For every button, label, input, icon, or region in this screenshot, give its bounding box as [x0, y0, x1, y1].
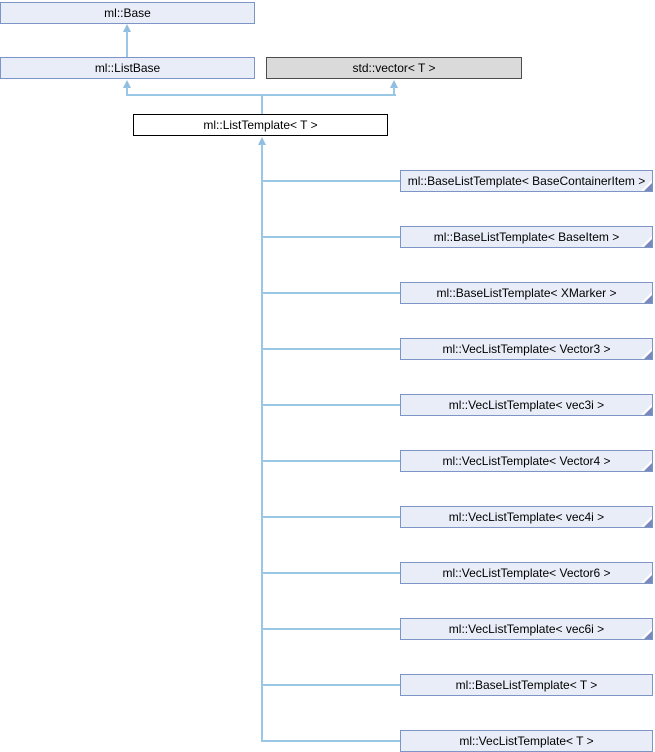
edge-branch-line — [262, 572, 400, 574]
node-ml-base[interactable]: ml::Base — [0, 2, 255, 24]
node-derived-class[interactable]: ml::VecListTemplate< T > — [400, 730, 653, 752]
node-ml-listbase[interactable]: ml::ListBase — [0, 57, 255, 79]
fold-corner-icon — [638, 177, 652, 191]
node-std-vector: std::vector< T > — [266, 57, 522, 79]
edge-branch-line — [262, 180, 400, 182]
fold-corner-icon — [638, 401, 652, 415]
edge-branch-line — [262, 292, 400, 294]
edge-branch-line — [262, 460, 400, 462]
edge-line — [126, 94, 396, 96]
arrow-up-icon — [123, 80, 131, 88]
edge-branch-line — [262, 740, 400, 742]
node-derived-class[interactable]: ml::VecListTemplate< vec4i > — [400, 506, 653, 528]
edge-branch-line — [262, 348, 400, 350]
fold-corner-icon — [638, 233, 652, 247]
fold-corner-icon — [638, 345, 652, 359]
edge-branch-line — [262, 628, 400, 630]
edge-line — [126, 87, 128, 96]
arrow-up-icon — [123, 24, 131, 32]
node-derived-class[interactable]: ml::VecListTemplate< Vector4 > — [400, 450, 653, 472]
edge-line — [261, 96, 263, 114]
fold-corner-icon — [638, 569, 652, 583]
fold-corner-icon — [638, 513, 652, 527]
edge-branch-line — [262, 404, 400, 406]
node-derived-class[interactable]: ml::BaseListTemplate< BaseItem > — [400, 226, 653, 248]
edge-trunk-line — [261, 144, 263, 742]
edge-branch-line — [262, 236, 400, 238]
node-derived-class[interactable]: ml::VecListTemplate< Vector3 > — [400, 338, 653, 360]
arrow-up-icon — [258, 137, 266, 145]
node-derived-class[interactable]: ml::VecListTemplate< vec6i > — [400, 618, 653, 640]
edge-branch-line — [262, 516, 400, 518]
node-ml-listtemplate: ml::ListTemplate< T > — [133, 114, 388, 136]
arrow-up-icon — [390, 80, 398, 88]
node-derived-class[interactable]: ml::VecListTemplate< vec3i > — [400, 394, 653, 416]
edge-line — [393, 87, 395, 96]
edge-branch-line — [262, 684, 400, 686]
fold-corner-icon — [638, 457, 652, 471]
node-derived-class[interactable]: ml::BaseListTemplate< T > — [400, 674, 653, 696]
fold-corner-icon — [638, 625, 652, 639]
node-derived-class[interactable]: ml::VecListTemplate< Vector6 > — [400, 562, 653, 584]
node-derived-class[interactable]: ml::BaseListTemplate< BaseContainerItem … — [400, 170, 653, 192]
node-derived-class[interactable]: ml::BaseListTemplate< XMarker > — [400, 282, 653, 304]
fold-corner-icon — [638, 289, 652, 303]
edge-line — [126, 31, 128, 57]
